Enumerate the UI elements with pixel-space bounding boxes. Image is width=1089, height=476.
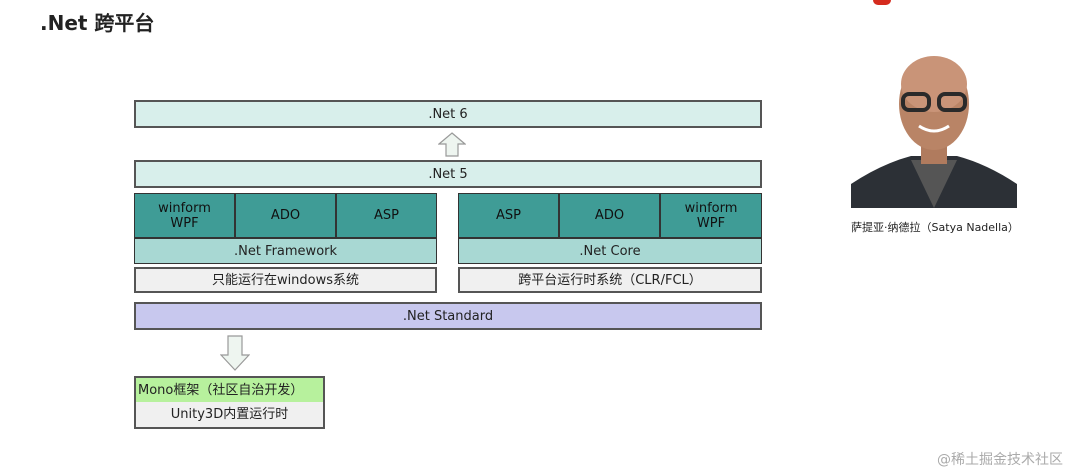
arrow-down-icon: [220, 335, 250, 371]
framework-cell-ado: ADO: [235, 193, 336, 238]
logo-fragment: [873, 0, 891, 5]
net-standard-box: .Net Standard: [134, 302, 762, 330]
core-cell-asp: ASP: [458, 193, 559, 238]
net-core-box: .Net Core: [458, 238, 762, 264]
net6-box: .Net 6: [134, 100, 762, 128]
core-cell-winform: winform WPF: [660, 193, 762, 238]
net-framework-box: .Net Framework: [134, 238, 437, 264]
photo-caption: 萨提亚·纳德拉（Satya Nadella）: [851, 220, 1019, 234]
page-title: .Net 跨平台: [40, 11, 155, 35]
framework-cell-asp: ASP: [336, 193, 437, 238]
net5-box: .Net 5: [134, 160, 762, 188]
core-note: 跨平台运行时系统（CLR/FCL）: [458, 267, 762, 293]
arrow-up-icon: [438, 132, 466, 157]
mono-box: Mono框架（社区自治开发）: [134, 376, 325, 403]
portrait-photo: [851, 44, 1017, 208]
framework-note: 只能运行在windows系统: [134, 267, 437, 293]
unity-box: Unity3D内置运行时: [134, 402, 325, 429]
core-cell-ado: ADO: [559, 193, 660, 238]
watermark: @稀土掘金技术社区: [937, 451, 1063, 468]
framework-cell-winform: winform WPF: [134, 193, 235, 238]
